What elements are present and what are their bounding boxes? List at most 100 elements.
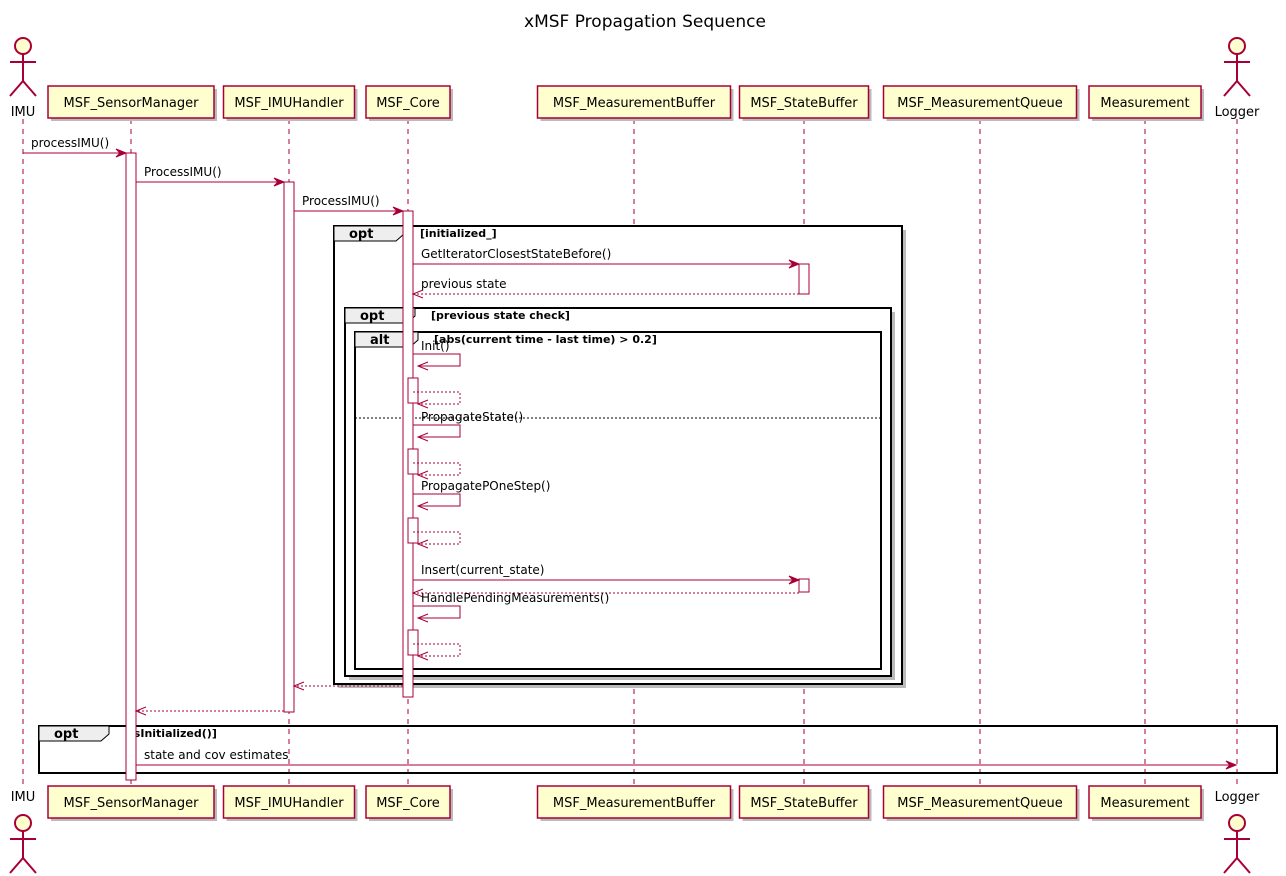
fragment-operator: opt xyxy=(349,227,373,242)
actor-head xyxy=(14,814,32,832)
actor-head xyxy=(14,37,32,55)
arrowhead xyxy=(788,259,801,269)
message-9 xyxy=(413,462,461,480)
arrowhead xyxy=(292,681,305,691)
participant-msf-core-bottom: MSF_Core xyxy=(365,785,453,821)
activation-bar-msf-imuhandler xyxy=(283,181,295,713)
activation-bar-msf-statebuffer xyxy=(798,578,810,593)
activation-bar-msf-core xyxy=(407,377,419,404)
participant-box xyxy=(882,85,1078,119)
diagram-title: xMSF Propagation Sequence xyxy=(524,12,766,32)
fragment-opt-4: opt[isInitialized()] xyxy=(38,725,1278,774)
arrowhead xyxy=(134,706,147,716)
participant-label: MSF_IMUHandler xyxy=(234,796,344,811)
participant-label: MSF_StateBuffer xyxy=(750,96,858,111)
participant-msf-core-top: MSF_Core xyxy=(365,85,453,121)
message-label: previous state xyxy=(421,277,507,291)
message-label: GetIteratorClosestStateBefore() xyxy=(421,247,611,261)
arrowhead xyxy=(788,575,801,585)
message-8: PropagateState() xyxy=(413,410,523,442)
participant-box xyxy=(47,785,215,819)
participant-label: IMU xyxy=(11,105,36,120)
message-13 xyxy=(411,588,799,598)
participant-label: MSF_MeasurementBuffer xyxy=(553,96,716,111)
participant-label: Measurement xyxy=(1100,96,1189,111)
fragment-border xyxy=(344,307,892,677)
fragment-border xyxy=(354,331,882,670)
fragment-operator: alt xyxy=(370,333,389,348)
arrowhead xyxy=(416,432,429,442)
participant-label: MSF_Core xyxy=(376,796,440,811)
arrowhead xyxy=(273,177,286,187)
message-label: processIMU() xyxy=(31,136,109,150)
arrowhead xyxy=(411,588,424,598)
participant-msf-measurementbuffer-top: MSF_MeasurementBuffer xyxy=(536,85,734,121)
activation-bar-msf-core xyxy=(407,517,419,544)
arrowhead xyxy=(416,399,429,409)
participant-msf-measurementqueue-top: MSF_MeasurementQueue xyxy=(882,85,1080,121)
participant-label: Measurement xyxy=(1100,796,1189,811)
arrowhead xyxy=(1225,760,1238,770)
activation-bars xyxy=(125,152,810,781)
message-1: processIMU() xyxy=(23,136,128,158)
participant-label: MSF_MeasurementQueue xyxy=(897,796,1062,811)
self-message-line xyxy=(413,531,461,545)
participant-msf-measurementqueue-bottom: MSF_MeasurementQueue xyxy=(882,785,1080,821)
participant-box xyxy=(222,85,356,119)
message-7 xyxy=(413,391,461,409)
arrowhead xyxy=(416,501,429,511)
message-2: ProcessIMU() xyxy=(136,165,286,187)
fragment-frames: opt[initialized_]opt[previous state chec… xyxy=(38,225,1278,774)
participant-label: MSF_MeasurementQueue xyxy=(897,96,1062,111)
participant-label: MSF_MeasurementBuffer xyxy=(553,796,716,811)
participant-label: MSF_Core xyxy=(376,96,440,111)
fragment-alt-3: alt[abs(current time - last time) > 0.2] xyxy=(354,331,882,670)
message-label: PropagatePOneStep() xyxy=(421,479,550,493)
self-message-line xyxy=(413,605,461,619)
arrowhead xyxy=(392,206,405,216)
self-message-line xyxy=(413,391,461,405)
message-11 xyxy=(413,531,461,549)
participant-msf-measurementbuffer-bottom: MSF_MeasurementBuffer xyxy=(536,785,734,821)
fragment-border xyxy=(38,725,1278,774)
actor-legs xyxy=(1223,856,1251,874)
participant-label: Logger xyxy=(1215,105,1260,120)
fragment-opt-2: opt[previous state check] xyxy=(344,307,895,680)
fragment-operator: opt xyxy=(54,727,78,742)
participant-label: MSF_StateBuffer xyxy=(750,796,858,811)
participant-label: MSF_SensorManager xyxy=(64,96,200,111)
participant-imu-bottom: IMU xyxy=(9,790,37,874)
arrowhead xyxy=(416,539,429,549)
message-17 xyxy=(134,706,284,716)
self-message-line xyxy=(413,643,461,657)
arrowhead xyxy=(416,613,429,623)
message-10: PropagatePOneStep() xyxy=(413,479,550,511)
message-label: Init() xyxy=(421,339,450,353)
participant-msf-statebuffer-top: MSF_StateBuffer xyxy=(738,85,872,121)
message-label: Insert(current_state) xyxy=(421,563,544,577)
self-message-line xyxy=(413,353,461,367)
participant-box xyxy=(738,785,870,819)
message-5: previous state xyxy=(411,277,799,299)
participant-box xyxy=(738,85,870,119)
message-18: state and cov estimates xyxy=(136,748,1238,770)
participant-box xyxy=(365,85,451,119)
actor-head xyxy=(1228,814,1246,832)
activation-bar-msf-core xyxy=(407,448,419,475)
actor-legs xyxy=(9,856,37,874)
actor-head xyxy=(1228,37,1246,55)
participant-box xyxy=(222,785,356,819)
participant-box xyxy=(365,785,451,819)
participant-imu-top: IMU xyxy=(9,37,37,120)
arrowhead xyxy=(115,148,128,158)
activation-bar-msf-sensormanager xyxy=(125,152,137,781)
self-message-line xyxy=(413,493,461,507)
participant-measurement-bottom: Measurement xyxy=(1088,785,1204,821)
participant-box xyxy=(1088,785,1202,819)
message-16 xyxy=(292,681,403,691)
participant-box xyxy=(1088,85,1202,119)
participant-msf-imuhandler-top: MSF_IMUHandler xyxy=(222,85,358,121)
fragment-operator: opt xyxy=(360,309,384,324)
self-message-line xyxy=(413,424,461,438)
